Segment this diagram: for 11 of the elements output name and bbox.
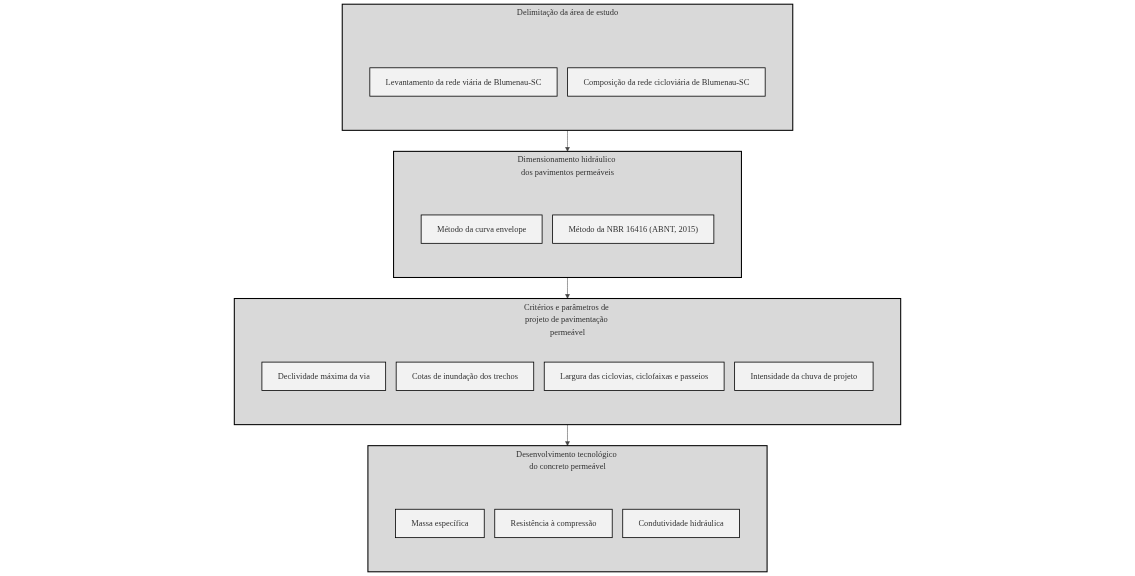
node-box: Resistência à compressão (494, 508, 613, 539)
node-box: Método da curva envelope (420, 214, 543, 244)
node-box: Intensidade da chuva de projeto (734, 361, 874, 391)
node-box: Levantamento da rede viária de Blumenau-SC (369, 67, 558, 97)
node-box: Composição da rede cicloviária de Blumenau-SC (567, 67, 766, 97)
node-box: Largura das ciclovias, ciclofaixas e passeios (543, 361, 725, 391)
node-box: Método da NBR 16416 (ABNT, 2015) (552, 214, 715, 244)
node-box: Declividade máxima da via (261, 361, 387, 391)
node-box: Condutividade hidráulica (622, 508, 740, 539)
node-box: Cotas de inundação dos trechos (395, 361, 535, 391)
node-box: Massa específica (395, 508, 485, 539)
